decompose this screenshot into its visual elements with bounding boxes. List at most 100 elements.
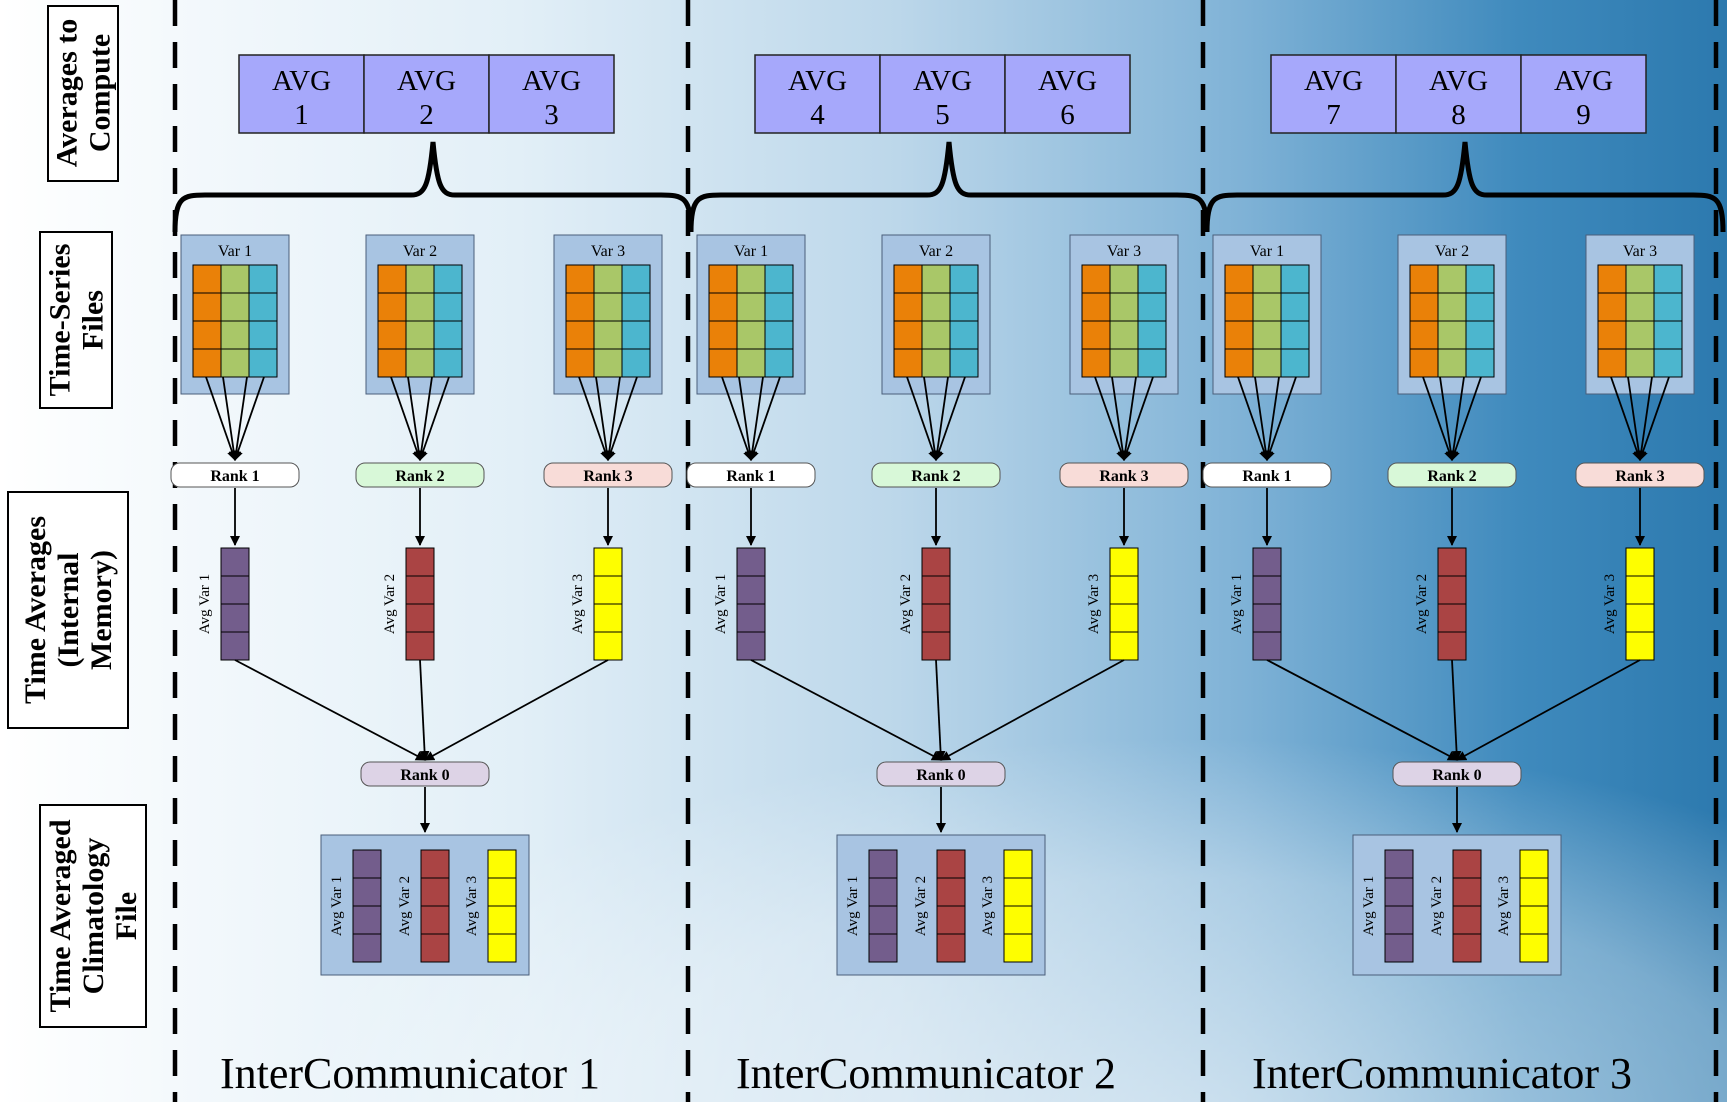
rank-pill (1202, 462, 1332, 488)
time-series-cell (192, 292, 222, 322)
read-arrow (906, 376, 938, 461)
avg-var-label: Avg Var 3 (570, 574, 586, 634)
read-arrow (222, 376, 239, 461)
climatology-cell (487, 849, 517, 879)
rank-pill (543, 462, 673, 488)
time-series-cell (921, 264, 951, 294)
time-series-cell (1625, 320, 1655, 350)
time-series-cell (405, 320, 435, 350)
avg-box-label: AVG (272, 65, 331, 97)
avg-box-number: 7 (1326, 99, 1341, 131)
climatology-var-label: Avg Var 1 (1361, 876, 1377, 936)
row-label-line: Compute (84, 34, 117, 152)
avg-box-label: AVG (1038, 65, 1097, 97)
avg-var-cell (1437, 575, 1467, 605)
read-arrow (407, 376, 424, 461)
intercommunicator-title: InterCommunicator 2 (736, 1049, 1116, 1098)
time-series-cell (405, 348, 435, 378)
time-series-cell (1409, 348, 1439, 378)
time-series-cell (433, 320, 463, 350)
climatology-cell (1452, 849, 1482, 879)
time-series-cell (893, 320, 923, 350)
time-series-cell (949, 264, 979, 294)
climatology-cell (1003, 905, 1033, 935)
climatology-cell (487, 877, 517, 907)
time-series-cell (1137, 264, 1167, 294)
climatology-cell (868, 849, 898, 879)
time-series-cell (1252, 348, 1282, 378)
time-series-cell (736, 320, 766, 350)
climatology-cell (352, 933, 382, 963)
time-series-cell (893, 292, 923, 322)
time-series-cell (433, 264, 463, 294)
rank-pill (686, 462, 816, 488)
root-rank-pill (1392, 761, 1522, 787)
avg-box-label: AVG (397, 65, 456, 97)
read-arrow (205, 376, 237, 461)
root-rank-label: Rank 0 (916, 767, 965, 784)
avg-var-cell (1625, 547, 1655, 577)
climatology-cell (1003, 933, 1033, 963)
avg-var-cell (1437, 631, 1467, 661)
time-series-cell (1409, 320, 1439, 350)
avg-box-label: AVG (913, 65, 972, 97)
read-arrow (1422, 376, 1454, 461)
time-series-cell (1224, 348, 1254, 378)
time-series-cell (220, 292, 250, 322)
avg-box-number: 5 (935, 99, 950, 131)
time-series-cell (893, 348, 923, 378)
var-panel-title: Var 2 (919, 243, 953, 260)
time-series-cell (736, 348, 766, 378)
time-series-cell (1137, 348, 1167, 378)
time-series-cell (405, 292, 435, 322)
climatology-var-label: Avg Var 1 (845, 876, 861, 936)
climatology-cell (868, 905, 898, 935)
row-label-time-averages: Time Averages(InternalMemory) (7, 491, 129, 729)
avg-var-cell (736, 575, 766, 605)
avg-var-cell (593, 603, 623, 633)
read-arrow (604, 376, 621, 461)
var-panel-title: Var 3 (591, 243, 625, 260)
time-series-cell (1653, 348, 1683, 378)
rank-label: Rank 1 (726, 468, 775, 485)
climatology-cell (1384, 933, 1414, 963)
rank-pill (1387, 462, 1517, 488)
time-series-cell (1081, 264, 1111, 294)
avg-var-cell (593, 547, 623, 577)
var-panel-title: Var 1 (734, 243, 768, 260)
time-series-cell (921, 348, 951, 378)
read-arrow (932, 376, 949, 461)
avg-var-cell (921, 575, 951, 605)
time-series-cell (1109, 348, 1139, 378)
row-label-line: Files (77, 290, 110, 350)
climatology-cell (1003, 877, 1033, 907)
time-series-cell (1224, 264, 1254, 294)
avg-var-cell (1437, 603, 1467, 633)
avg-var-cell (1109, 575, 1139, 605)
climatology-cell (1519, 877, 1549, 907)
climatology-cell (1519, 905, 1549, 935)
climatology-cell (1452, 933, 1482, 963)
climatology-cell (936, 933, 966, 963)
avg-box-number: 2 (419, 99, 434, 131)
time-series-cell (1280, 292, 1310, 322)
avg-var-cell (1252, 603, 1282, 633)
row-label-climatology-file: Time AveragedClimatologyFile (39, 804, 147, 1028)
time-series-cell (708, 264, 738, 294)
avg-var-label: Avg Var 2 (898, 574, 914, 634)
read-arrow (578, 376, 610, 461)
avg-var-cell (736, 547, 766, 577)
time-series-cell (621, 292, 651, 322)
rank-label: Rank 2 (395, 468, 444, 485)
time-series-cell (220, 264, 250, 294)
rank-pill (355, 462, 485, 488)
time-series-cell (377, 292, 407, 322)
avg-var-cell (921, 631, 951, 661)
time-series-cell (1280, 348, 1310, 378)
time-series-cell (192, 348, 222, 378)
row-label-text: Time AveragedClimatologyFile (44, 819, 143, 1012)
avg-var-cell (921, 547, 951, 577)
time-series-cell (1409, 264, 1439, 294)
